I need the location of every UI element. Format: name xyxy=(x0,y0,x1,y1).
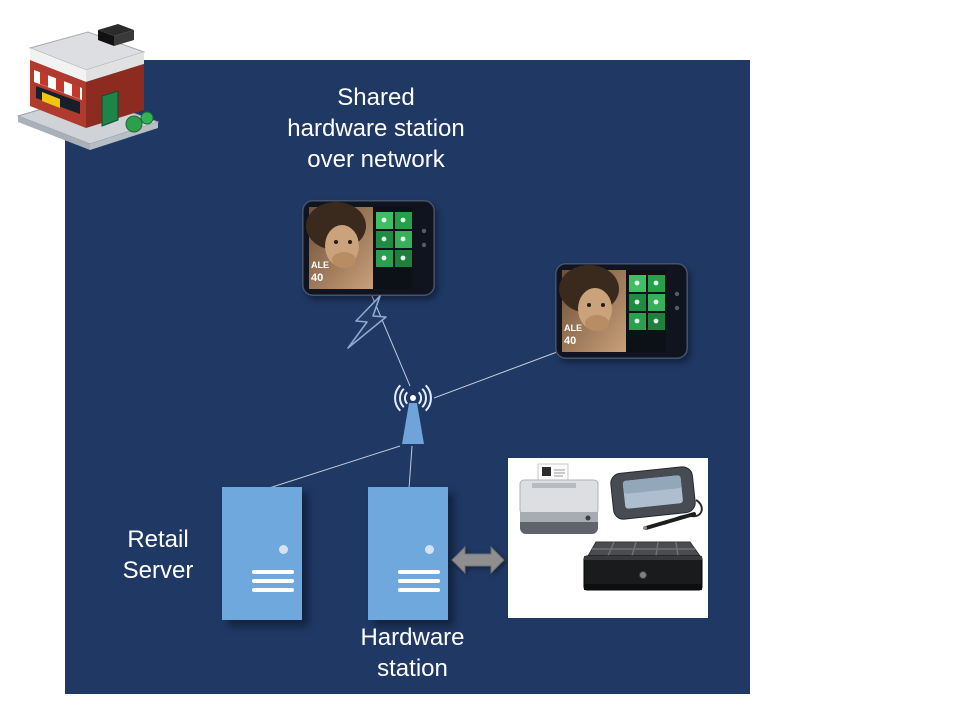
server-led-dot xyxy=(425,545,434,554)
retail-server-label: Retail Server xyxy=(122,526,194,584)
tablet-badge-line2: 40 xyxy=(311,272,323,284)
tablet-camera-dot xyxy=(674,305,680,311)
server-vent-bar xyxy=(398,570,440,574)
hardware-station-label: Hardware station xyxy=(360,624,465,682)
tablet-photo: ALE 40 xyxy=(559,265,626,352)
server-led-dot xyxy=(279,545,288,554)
tablet-tiles xyxy=(373,207,413,289)
receipt-printer-icon xyxy=(519,463,599,534)
tablet-badge-line1: ALE xyxy=(564,323,582,333)
server-vent-bar xyxy=(252,579,294,583)
tablet-badge-line1: ALE xyxy=(311,260,329,270)
tablet-camera-dot xyxy=(674,291,680,297)
peripherals-panel xyxy=(508,458,708,618)
stylus-icon xyxy=(643,512,696,530)
diagram-title: Shared hardware station over network xyxy=(287,84,465,173)
cash-drawer-icon xyxy=(583,541,703,591)
hardware-station-server-icon xyxy=(368,487,448,620)
tablet-icon: ALE 40 xyxy=(302,200,435,296)
server-vent-bar xyxy=(252,588,294,592)
server-vent-bar xyxy=(398,588,440,592)
double-arrow-icon xyxy=(451,545,505,575)
tablet-camera-dot xyxy=(421,242,427,248)
lightning-icon xyxy=(347,295,387,349)
tablet-camera-dot xyxy=(421,228,427,234)
tablet-icon: ALE 40 xyxy=(555,263,688,359)
wifi-antenna-icon xyxy=(394,384,432,444)
tablet-photo: ALE 40 xyxy=(306,202,373,289)
store-icon xyxy=(16,24,160,150)
payment-terminal-icon xyxy=(610,466,696,520)
server-vent-bar xyxy=(398,579,440,583)
server-vent-bar xyxy=(252,570,294,574)
retail-server-icon xyxy=(222,487,302,620)
peripherals-illustration xyxy=(519,463,703,591)
tablet-badge-line2: 40 xyxy=(564,335,576,347)
tablet-tiles xyxy=(626,270,666,352)
